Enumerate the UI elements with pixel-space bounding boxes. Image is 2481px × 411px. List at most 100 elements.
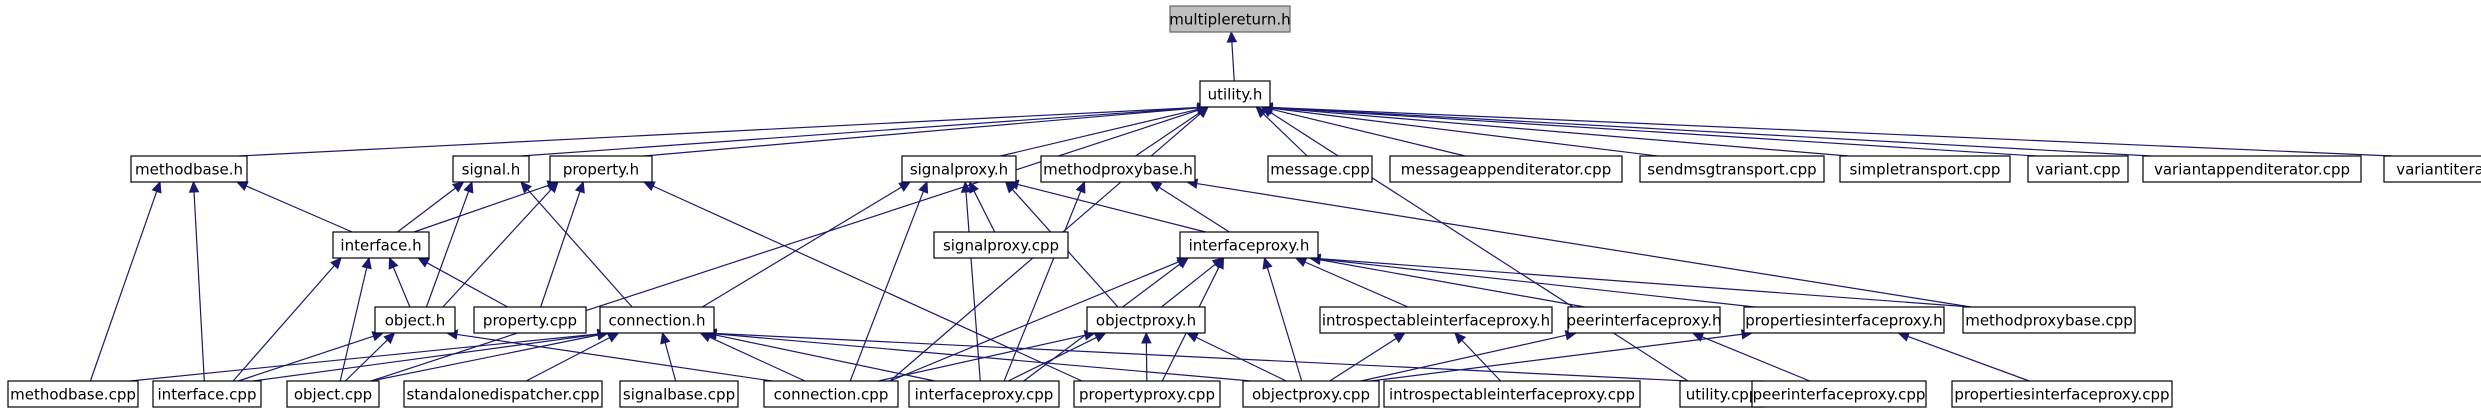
node-box xyxy=(1242,380,1380,408)
edge-interface-cpp-to-methodbase-h xyxy=(188,180,205,382)
node-peerinterfaceproxy-h[interactable]: peerinterfaceproxy.h xyxy=(1566,306,1722,334)
node-label: object.h xyxy=(385,312,446,330)
edge-interface-cpp-to-interface-h xyxy=(232,257,342,382)
node-label: utility.h xyxy=(1208,86,1263,104)
node-interfaceproxy-cpp[interactable]: interfaceproxy.cpp xyxy=(908,380,1060,408)
node-interfaceproxy-h[interactable]: interfaceproxy.h xyxy=(1179,231,1319,259)
edge-variantappenditerator-cpp-to-utility-h xyxy=(1260,102,2152,157)
node-methodbase-cpp[interactable]: methodbase.cpp xyxy=(7,380,139,408)
node-signalproxy-h[interactable]: signalproxy.h xyxy=(901,155,1017,183)
node-messageappenditerator-cpp[interactable]: messageappenditerator.cpp xyxy=(1389,155,1623,183)
node-label: object.cpp xyxy=(294,386,372,404)
node-box xyxy=(452,155,530,183)
node-box xyxy=(1383,380,1641,408)
edge-signal-h-to-utility-h xyxy=(520,102,1210,157)
node-signalproxy-cpp[interactable]: signalproxy.cpp xyxy=(933,231,1069,259)
node-box xyxy=(1743,306,1945,334)
node-signalbase-cpp[interactable]: signalbase.cpp xyxy=(619,380,739,408)
node-label: propertyproxy.cpp xyxy=(1079,386,1215,404)
node-label: interface.h xyxy=(340,237,421,255)
node-multiplereturn-h[interactable]: multiplereturn.h xyxy=(1169,5,1291,33)
node-box xyxy=(549,155,653,183)
node-methodbase-h[interactable]: methodbase.h xyxy=(130,155,248,183)
node-box xyxy=(1679,380,1765,408)
node-label: objectproxy.cpp xyxy=(1252,386,1370,404)
node-propertiesinterfaceproxy-cpp[interactable]: propertiesinterfaceproxy.cpp xyxy=(1951,380,2173,408)
node-objectproxy-cpp[interactable]: objectproxy.cpp xyxy=(1242,380,1380,408)
node-message-cpp[interactable]: message.cpp xyxy=(1267,155,1373,183)
edge-objectproxy-cpp-to-propertiesinterfaceproxy-h xyxy=(1370,329,1754,382)
node-peerinterfaceproxy-cpp[interactable]: peerinterfaceproxy.cpp xyxy=(1751,380,1927,408)
node-methodproxybase-cpp[interactable]: methodproxybase.cpp xyxy=(1962,306,2136,334)
node-label: interface.cpp xyxy=(158,386,257,404)
node-interface-cpp[interactable]: interface.cpp xyxy=(152,380,262,408)
edge-objectproxy-cpp-to-introspectableinterfaceproxy-h xyxy=(1329,332,1406,382)
edge-property-cpp-to-property-h xyxy=(540,180,585,308)
edge-object-h-to-signal-h xyxy=(425,180,474,308)
node-box xyxy=(2383,155,2481,183)
node-box xyxy=(1267,155,1373,183)
node-box xyxy=(130,155,248,183)
node-interface-h[interactable]: interface.h xyxy=(332,231,430,259)
node-sendmsgtransport-cpp[interactable]: sendmsgtransport.cpp xyxy=(1639,155,1825,183)
node-box xyxy=(332,231,430,259)
node-label: signalbase.cpp xyxy=(623,386,735,404)
node-objectproxy-h[interactable]: objectproxy.h xyxy=(1086,306,1206,334)
node-connection-cpp[interactable]: connection.cpp xyxy=(763,380,899,408)
node-variantiterator-cpp[interactable]: variantiterator.cpp xyxy=(2383,155,2481,183)
node-label: connection.h xyxy=(609,312,706,330)
node-label: property.cpp xyxy=(483,312,577,330)
edge-variant-cpp-to-utility-h xyxy=(1260,102,2037,157)
edge-interface-cpp-to-connection-h xyxy=(252,329,610,382)
edge-connection-h-to-signal-h xyxy=(520,181,633,308)
node-utility-cpp[interactable]: utility.cpp xyxy=(1679,380,1765,408)
node-propertyproxy-cpp[interactable]: propertyproxy.cpp xyxy=(1073,380,1221,408)
node-label: methodproxybase.cpp xyxy=(1965,312,2133,330)
node-methodproxybase-h[interactable]: methodproxybase.h xyxy=(1040,155,1196,183)
node-variantappenditerator-cpp[interactable]: variantappenditerator.cpp xyxy=(2142,155,2362,183)
node-box xyxy=(1073,380,1221,408)
node-label: multiplereturn.h xyxy=(1169,11,1290,29)
node-box xyxy=(2142,155,2362,183)
node-object-h[interactable]: object.h xyxy=(374,306,456,334)
node-introspectableinterfaceproxy-h[interactable]: introspectableinterfaceproxy.h xyxy=(1319,306,1553,334)
node-variant-cpp[interactable]: variant.cpp xyxy=(2027,155,2129,183)
node-property-cpp[interactable]: property.cpp xyxy=(473,306,587,334)
node-label: standalonedispatcher.cpp xyxy=(406,386,599,404)
edge-object-cpp-to-object-h xyxy=(344,332,396,382)
edge-methodproxybase-h-to-utility-h xyxy=(1135,106,1210,157)
node-label: introspectableinterfaceproxy.h xyxy=(1322,312,1550,330)
node-simpletransport-cpp[interactable]: simpletransport.cpp xyxy=(1839,155,2011,183)
node-label: utility.cpp xyxy=(1686,386,1759,404)
edge-methodbase-h-to-utility-h xyxy=(238,102,1210,157)
node-label: property.h xyxy=(563,161,639,179)
node-label: methodbase.h xyxy=(135,161,243,179)
node-label: objectproxy.h xyxy=(1096,312,1196,330)
node-box xyxy=(403,380,603,408)
edge-interfaceproxy-h-to-signalproxy-h xyxy=(1006,179,1206,233)
node-box xyxy=(1951,380,2173,408)
node-label: propertiesinterfaceproxy.h xyxy=(1745,312,1942,330)
node-introspectableinterfaceproxy-cpp[interactable]: introspectableinterfaceproxy.cpp xyxy=(1383,380,1641,408)
node-label: propertiesinterfaceproxy.cpp xyxy=(1954,386,2169,404)
node-box xyxy=(1962,306,2136,334)
node-label: interfaceproxy.h xyxy=(1189,237,1310,255)
node-signal-h[interactable]: signal.h xyxy=(452,155,530,183)
node-property-h[interactable]: property.h xyxy=(549,155,653,183)
node-label: introspectableinterfaceproxy.cpp xyxy=(1389,386,1635,404)
node-box xyxy=(1086,306,1206,334)
edge-interfaceproxy-cpp-to-signalproxy-h xyxy=(960,180,981,382)
node-label: signalproxy.h xyxy=(910,161,1008,179)
node-standalonedispatcher-cpp[interactable]: standalonedispatcher.cpp xyxy=(403,380,603,408)
edge-interfaceproxy-h-to-methodproxybase-h xyxy=(1149,181,1230,233)
node-label: variantappenditerator.cpp xyxy=(2154,161,2350,179)
node-object-cpp[interactable]: object.cpp xyxy=(286,380,380,408)
node-label: interfaceproxy.cpp xyxy=(915,386,1054,404)
node-propertiesinterfaceproxy-h[interactable]: propertiesinterfaceproxy.h xyxy=(1743,306,1945,334)
node-utility-h[interactable]: utility.h xyxy=(1199,80,1271,108)
node-box xyxy=(2027,155,2129,183)
node-connection-h[interactable]: connection.h xyxy=(599,306,715,334)
node-label: signalproxy.cpp xyxy=(943,237,1059,255)
